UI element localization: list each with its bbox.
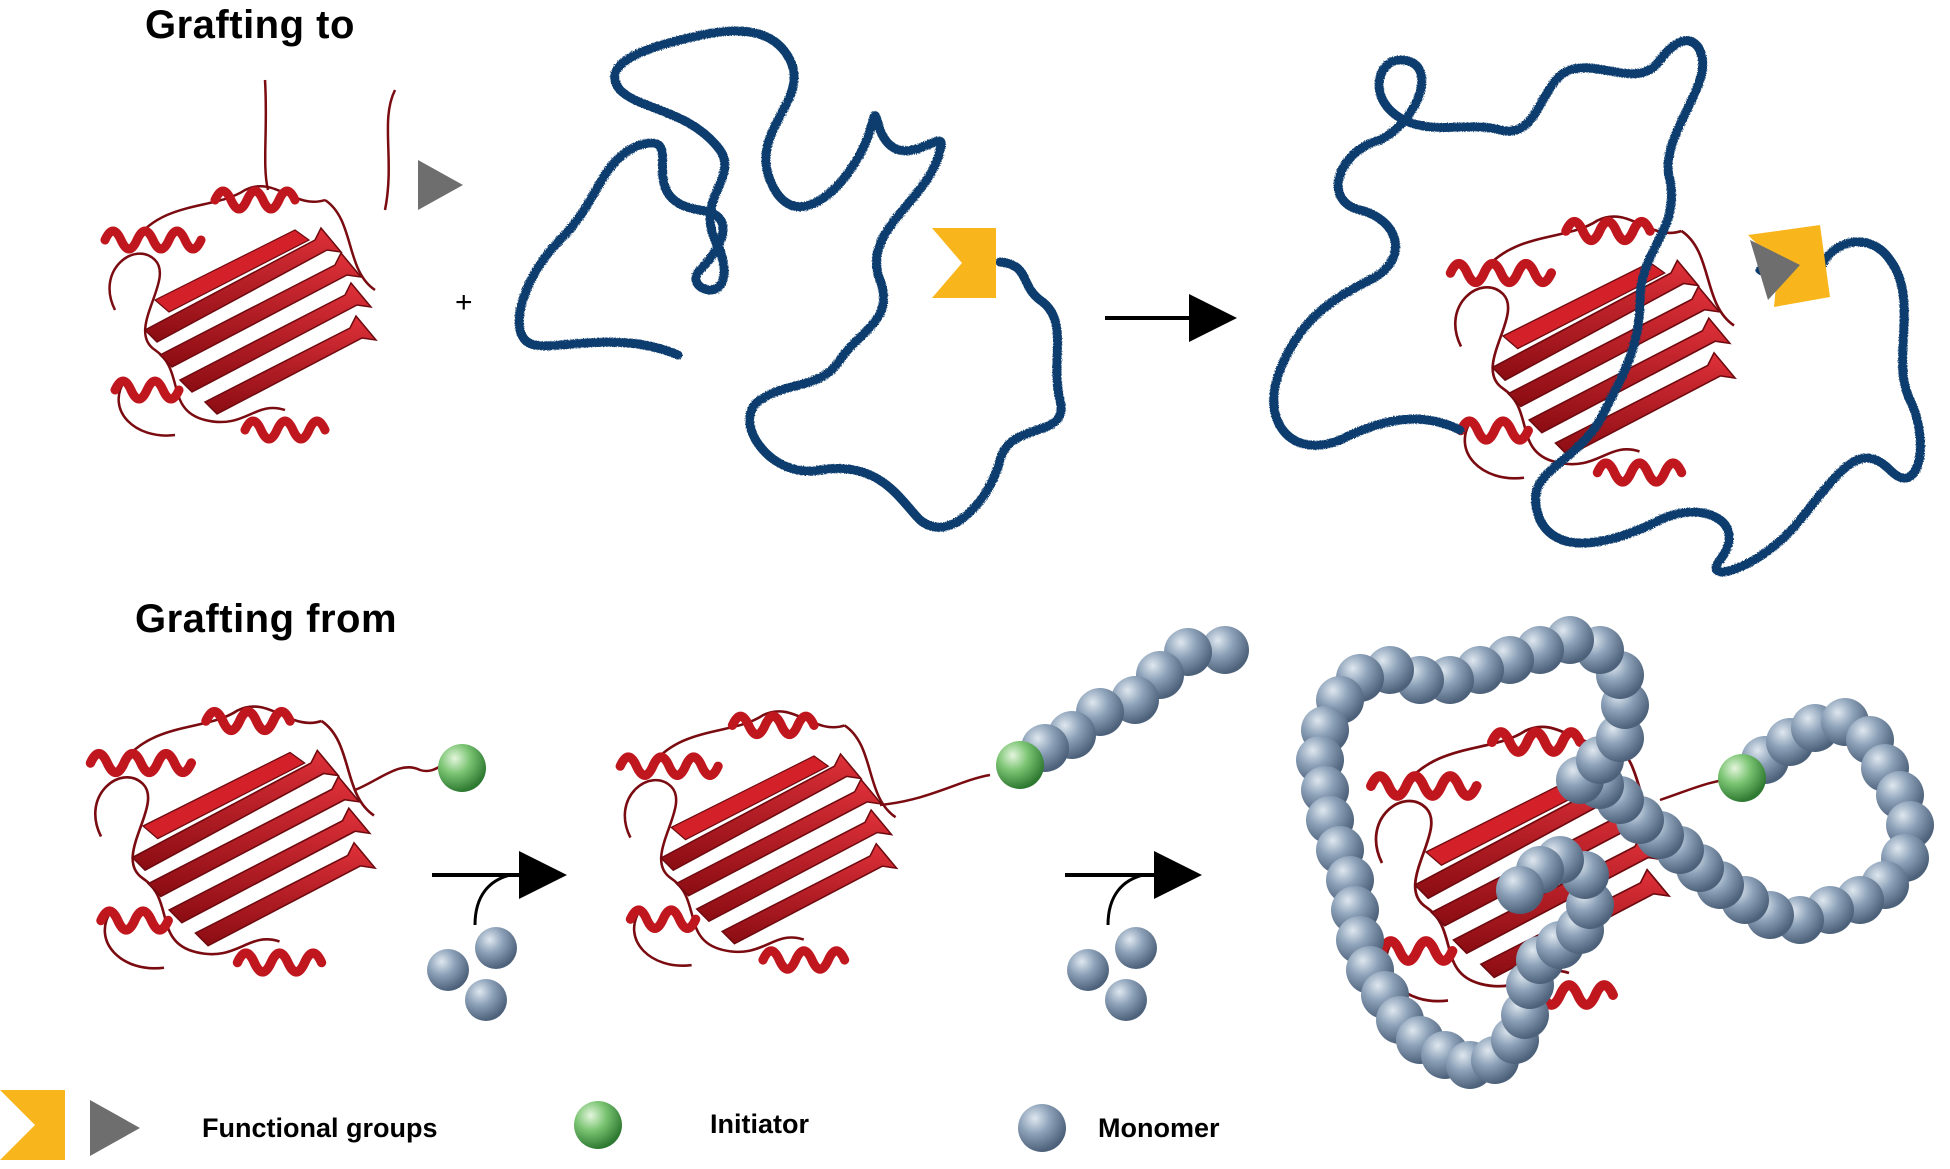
polymer-chain-icon (1269, 36, 1925, 577)
legend: Functional groups Initiator Monomer (0, 1090, 1220, 1160)
functional-group-yellow-icon (932, 228, 996, 298)
initiator-sphere-icon (996, 741, 1044, 789)
protein-structure-icon (91, 707, 376, 972)
monomer-chain (1021, 626, 1249, 772)
monomer-bead (1496, 866, 1544, 914)
initiator-sphere-icon (1718, 754, 1766, 802)
functional-group-gray-icon (1750, 240, 1800, 300)
legend-functional-groups-label: Functional groups (202, 1113, 438, 1143)
grafting-from-title: Grafting from (135, 597, 397, 641)
legend-initiator-label: Initiator (710, 1109, 809, 1139)
functional-group-yellow-icon (0, 1090, 65, 1160)
polymer-chain-icon (514, 26, 1066, 532)
monomer-group (1067, 927, 1157, 1021)
protein-structure-icon (620, 711, 896, 969)
functional-group-gray-icon (418, 160, 463, 210)
initiator-sphere-icon (574, 1101, 622, 1149)
monomer-sphere-icon (1018, 1104, 1066, 1152)
legend-monomer-label: Monomer (1098, 1113, 1220, 1143)
protein-structure-icon (105, 186, 376, 439)
functional-group-gray-icon (90, 1100, 140, 1156)
grafting-to-title: Grafting to (145, 3, 355, 47)
long-monomer-chain (1296, 616, 1934, 1089)
monomer-group (427, 927, 517, 1021)
protein-structure-icon (1451, 217, 1736, 482)
plus-sign: + (455, 286, 473, 319)
initiator-sphere-icon (438, 744, 486, 792)
